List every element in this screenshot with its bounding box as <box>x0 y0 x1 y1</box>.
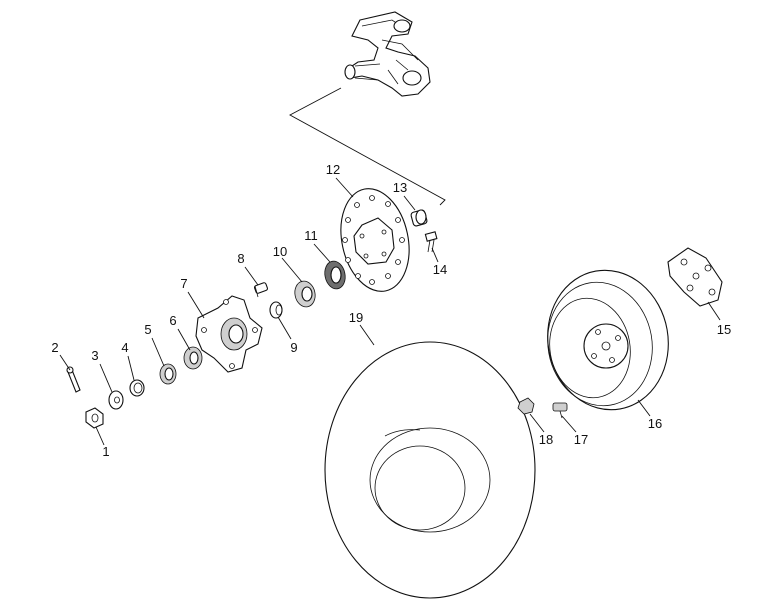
wheel-stud <box>254 282 268 298</box>
hub-seal <box>159 363 177 385</box>
callout-6: 6 <box>169 313 176 328</box>
valve-stem <box>552 402 568 419</box>
assembly-reference-line <box>289 87 446 206</box>
wheel-hub <box>195 295 263 373</box>
castle-nut <box>85 407 104 429</box>
lug-nut <box>517 397 535 415</box>
callout-12: 12 <box>326 162 340 177</box>
tire <box>324 341 536 599</box>
steering-knuckle <box>344 11 431 97</box>
callout-18: 18 <box>539 432 553 447</box>
callout-2: 2 <box>51 340 58 355</box>
callout-3: 3 <box>91 348 98 363</box>
hub-plate <box>667 247 723 307</box>
callout-1: 1 <box>102 444 109 459</box>
callout-10: 10 <box>273 244 287 259</box>
disc-bolt <box>424 231 438 253</box>
outer-bearing <box>294 280 316 308</box>
callout-19: 19 <box>349 310 363 325</box>
callout-16: 16 <box>648 416 662 431</box>
callout-13: 13 <box>393 180 407 195</box>
flat-washer <box>108 390 124 410</box>
inner-bearing <box>183 346 203 370</box>
callout-8: 8 <box>237 251 244 266</box>
callout-14: 14 <box>433 262 447 277</box>
callout-9: 9 <box>290 340 297 355</box>
wheel-rim <box>547 269 669 411</box>
bearing-spacer <box>269 301 283 319</box>
callout-7: 7 <box>180 276 187 291</box>
callout-11: 11 <box>304 228 318 243</box>
cotter-pin <box>66 366 81 393</box>
bearing-seal <box>324 260 346 290</box>
callout-17: 17 <box>574 432 588 447</box>
callout-15: 15 <box>717 322 731 337</box>
callout-labels: 1 2 3 4 5 6 7 8 9 10 11 12 13 14 15 16 1… <box>51 162 731 459</box>
spacer <box>410 209 428 227</box>
callout-4: 4 <box>121 340 128 355</box>
brake-disc <box>340 188 410 292</box>
leader-lines <box>59 177 721 446</box>
callout-5: 5 <box>144 322 151 337</box>
spacer-washer <box>129 379 145 397</box>
